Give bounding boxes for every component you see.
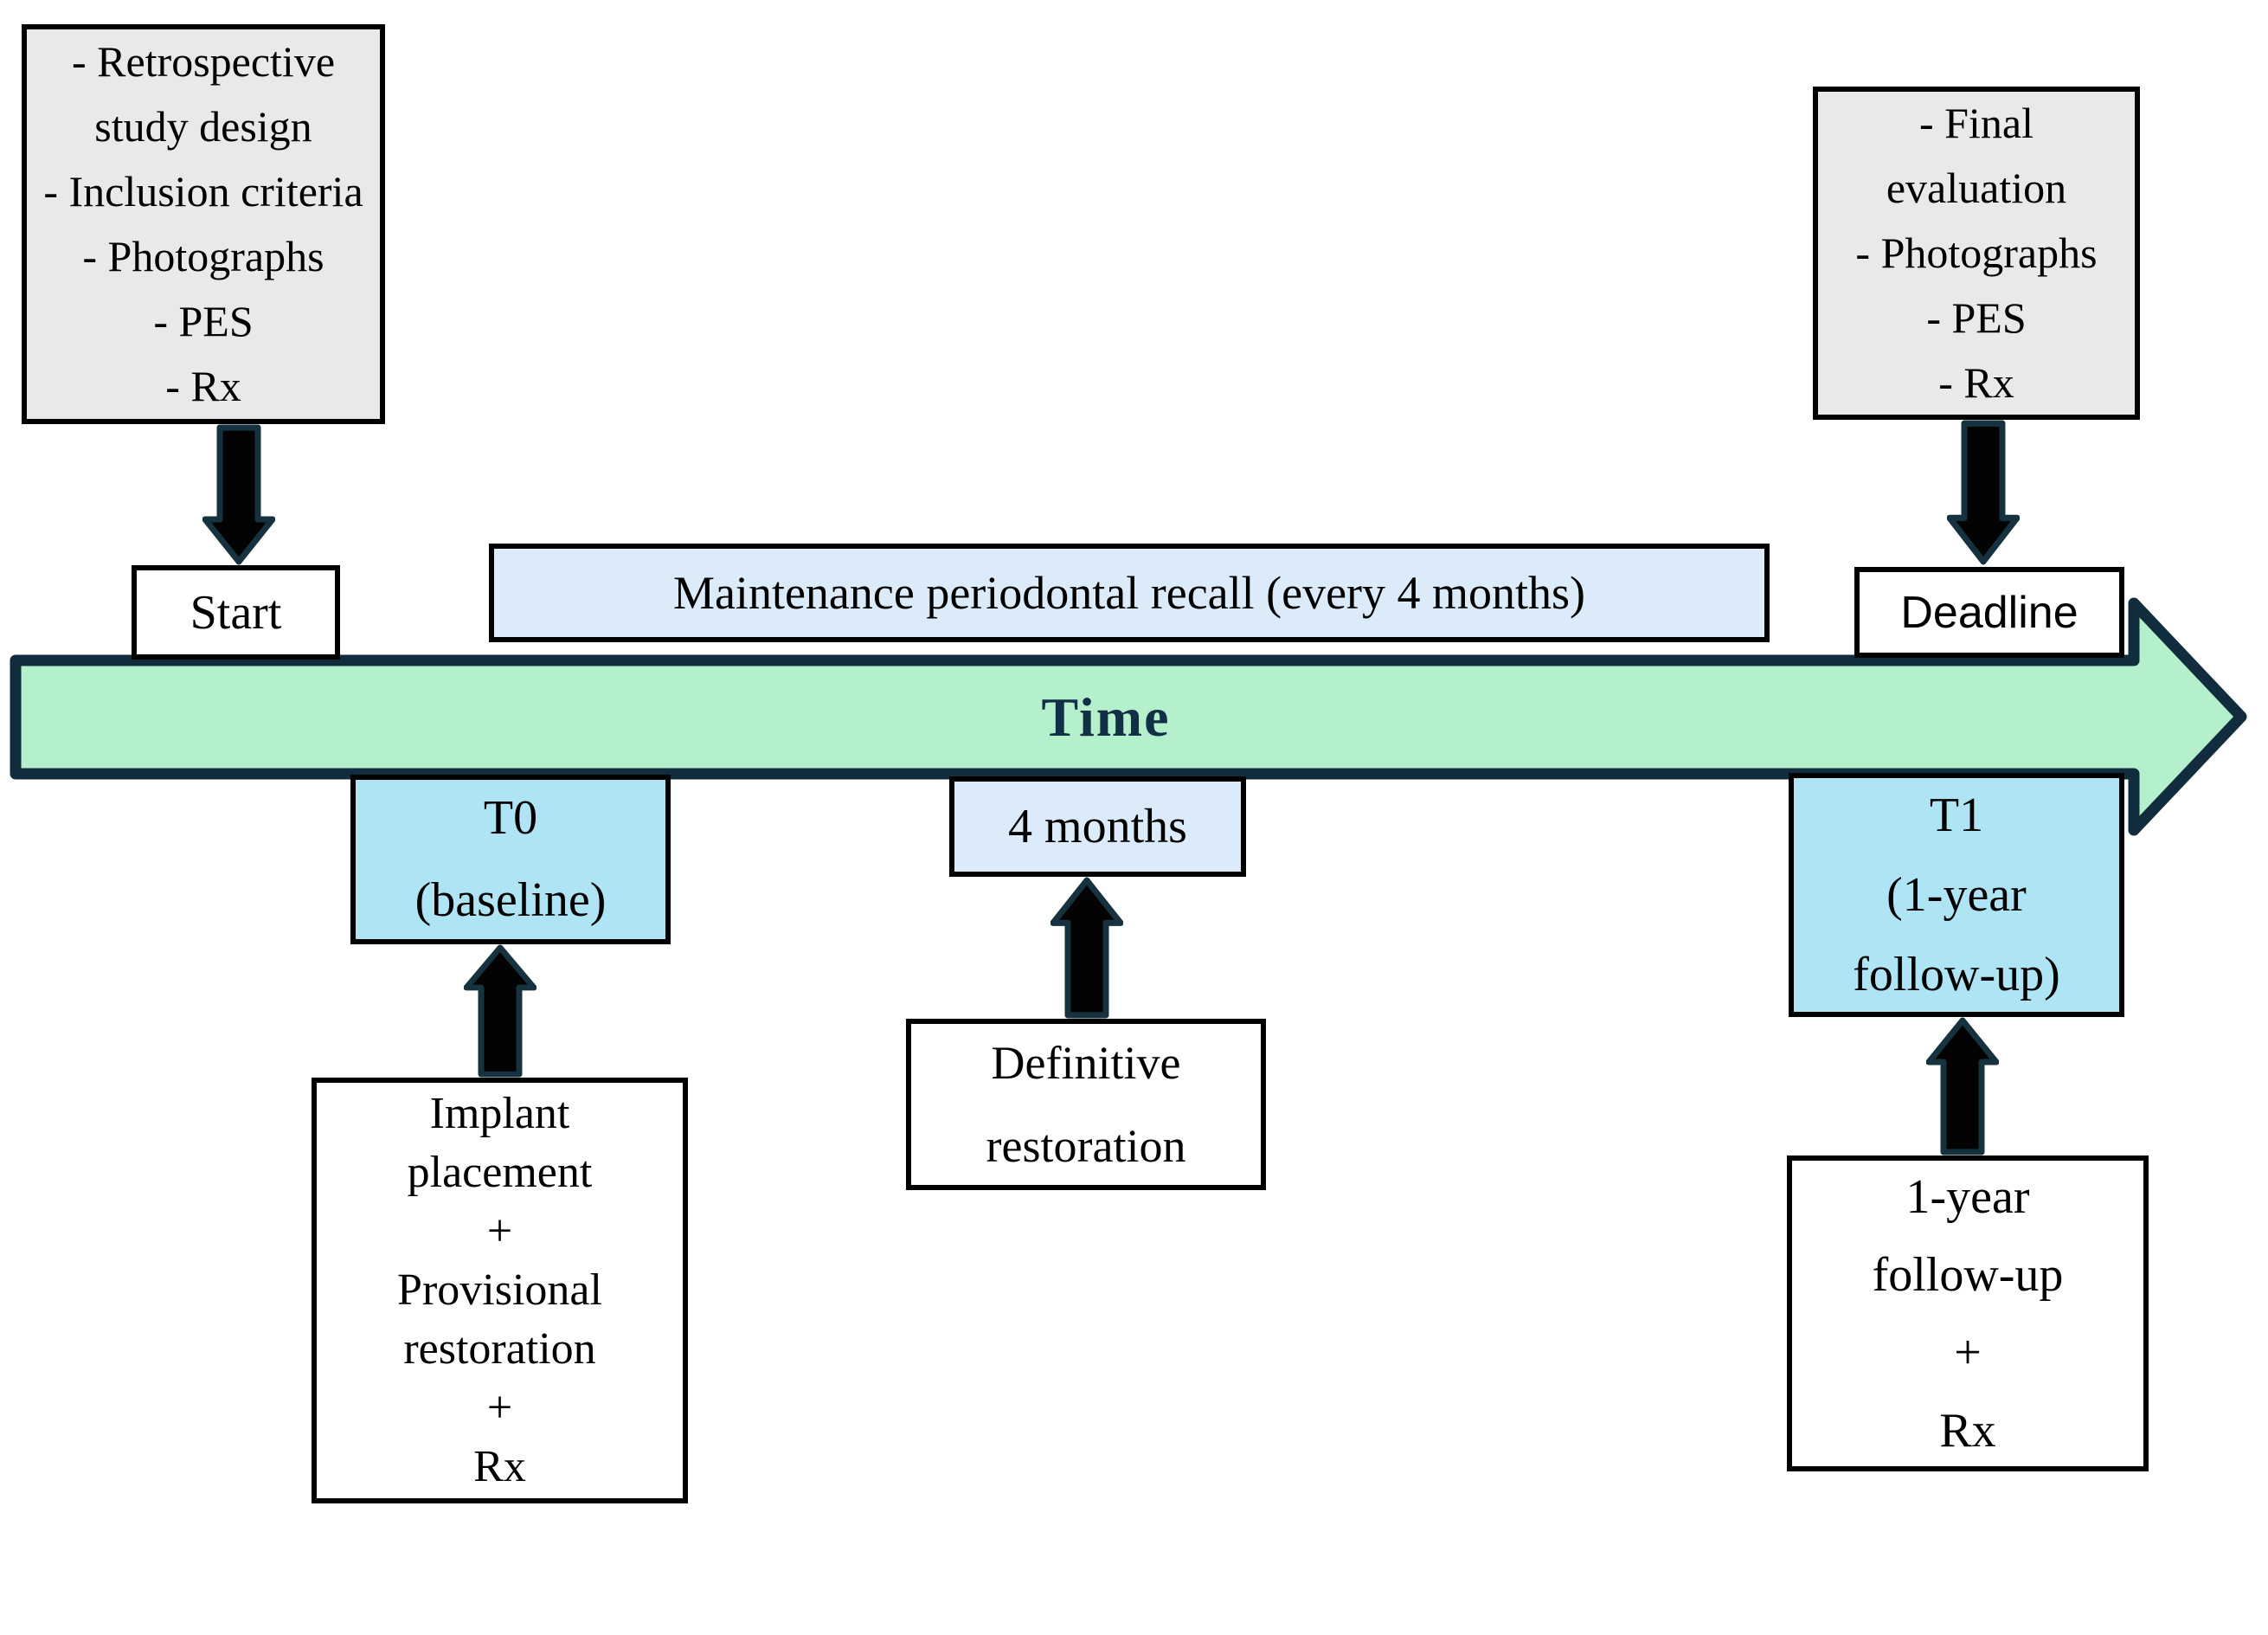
- maintenance-recall-box: Maintenance periodontal recall (every 4 …: [489, 544, 1770, 642]
- t1-followup-box: T1 (1-year follow-up): [1789, 773, 2124, 1017]
- implant-placement-box: Implant placement + Provisional restorat…: [312, 1078, 688, 1503]
- definitive-restoration-box: Definitive restoration: [906, 1019, 1266, 1190]
- final-evaluation-info-box: - Final evaluation - Photographs - PES -…: [1813, 87, 2140, 420]
- time-arrow: [10, 597, 2247, 836]
- deadline-box: Deadline: [1854, 567, 2124, 658]
- four-months-box: 4 months: [949, 776, 1246, 877]
- time-label: Time: [1041, 686, 1171, 748]
- up-arrow-icon: [1926, 1017, 1999, 1155]
- start-box: Start: [132, 565, 340, 660]
- t0-baseline-box: T0 (baseline): [350, 775, 671, 944]
- down-arrow-icon: [1947, 420, 2020, 565]
- time-arrow-shape: [10, 597, 2247, 836]
- up-arrow-icon: [464, 944, 536, 1078]
- up-arrow-icon: [1050, 877, 1123, 1019]
- one-year-followup-box: 1-year follow-up + Rx: [1787, 1155, 2149, 1471]
- retrospective-info-box: - Retrospective study design - Inclusion…: [22, 24, 385, 424]
- down-arrow-icon: [202, 424, 275, 565]
